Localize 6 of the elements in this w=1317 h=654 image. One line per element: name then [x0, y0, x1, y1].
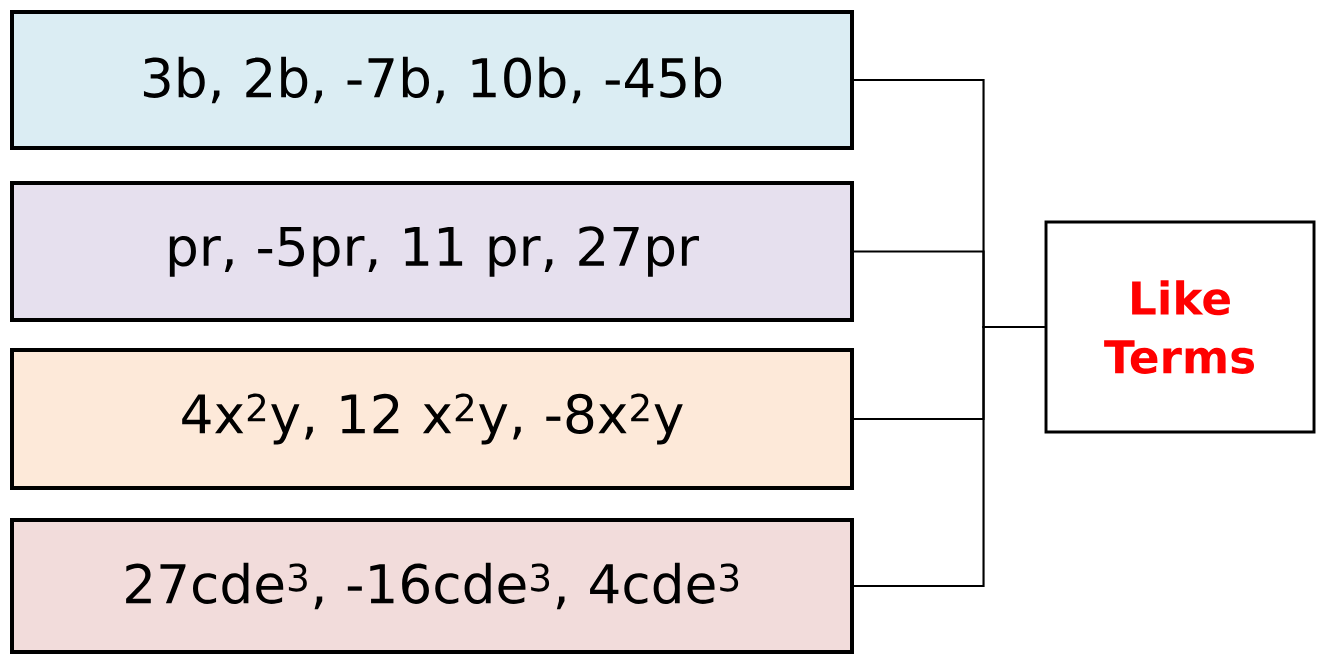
- term-box: 27cde$^{3}$, -16cde$^{3}$, 4cde$^{3}$: [10, 518, 854, 654]
- term-box: 3b, 2b, -7b, 10b, -45b: [10, 10, 854, 150]
- term-box: 4x$^{2}$y, 12 x$^{2}$y, -8x$^{2}$y: [10, 348, 854, 490]
- connector-line: [854, 325, 1045, 588]
- term-box: pr, -5pr, 11 pr, 27pr: [10, 180, 854, 323]
- result-box: Like Terms: [1044, 220, 1316, 434]
